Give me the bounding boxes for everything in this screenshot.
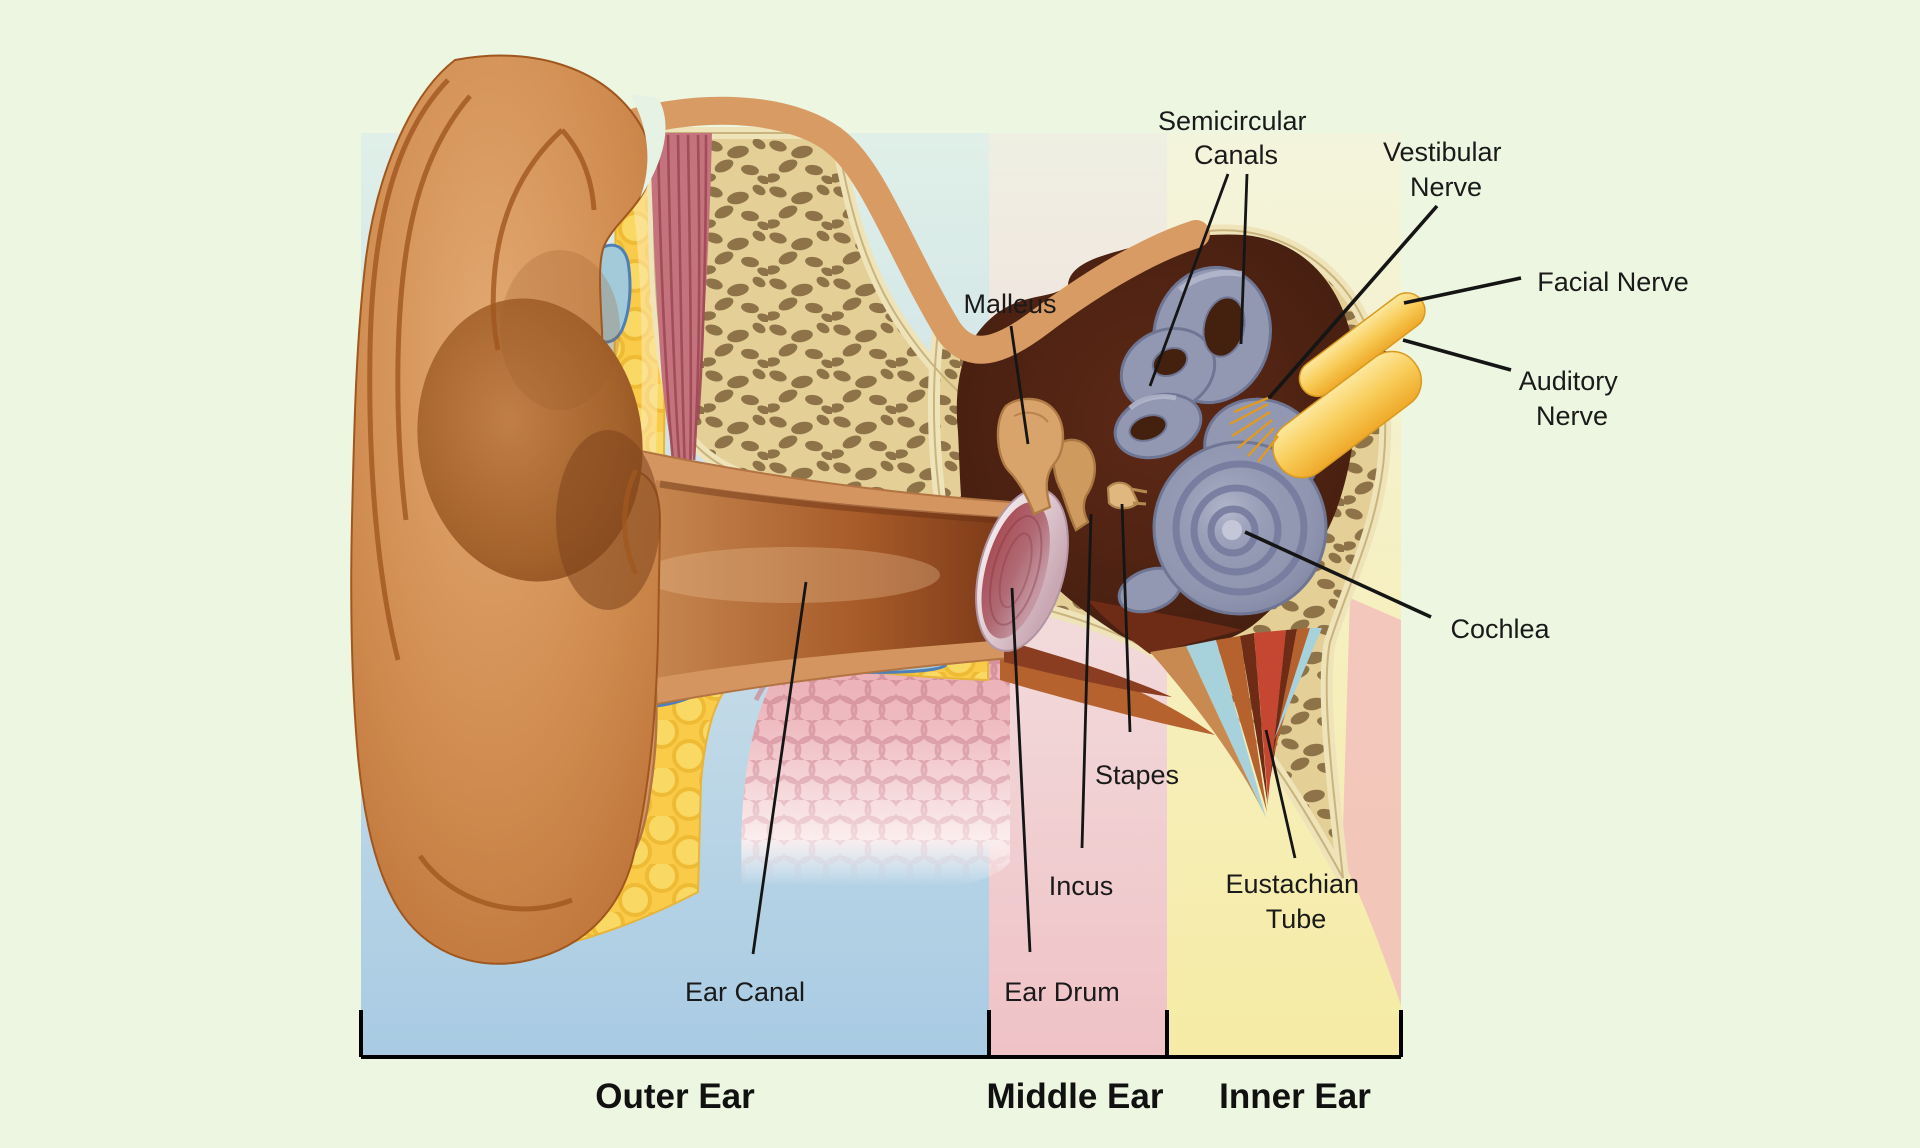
leader-vestibular-nerve: [1267, 204, 1439, 400]
ear-canal: [635, 448, 1172, 710]
eustachian-stripe-blue-left: [1186, 640, 1266, 818]
eustachian-stripe-red: [1254, 630, 1286, 800]
label-eustachian-tube: Eustachian Tube: [1225, 869, 1366, 934]
fat-highlight: [628, 162, 658, 458]
label-inner-ear: Inner Ear: [1219, 1077, 1371, 1116]
soft-tissue-strip: [1342, 598, 1401, 1005]
auditory-nerve-bundle: [1272, 350, 1423, 479]
label-vestibular-nerve: Vestibular Nerve: [1383, 137, 1509, 202]
label-auditory-nerve: Auditory Nerve: [1519, 366, 1626, 431]
malleus-detail: [1013, 411, 1049, 423]
leader-semicircular-1: [1148, 173, 1230, 387]
eardrum-ring-2: [998, 532, 1033, 609]
labyrinth-highlight-2: [1128, 393, 1177, 410]
stapes-crus-1: [1130, 487, 1148, 494]
leader-ear-drum: [1010, 587, 1032, 953]
pinna-ridges: [367, 78, 639, 912]
label-malleus: Malleus: [963, 289, 1056, 319]
incus-bone: [1052, 438, 1097, 532]
canal-highlight: [640, 547, 940, 603]
canal-opening-3: [1128, 414, 1168, 442]
label-facial-nerve: Facial Nerve: [1537, 267, 1689, 297]
region-labels: Outer Ear Middle Ear Inner Ear: [595, 1077, 1371, 1116]
label-outer-ear: Outer Ear: [595, 1077, 755, 1116]
cochlea-spiral-center: [1222, 520, 1242, 540]
label-semicircular-line2: Canals: [1194, 140, 1278, 170]
concha-deep-shadow: [556, 430, 660, 610]
leader-semicircular-2: [1239, 173, 1249, 345]
leader-cochlea: [1244, 530, 1432, 619]
label-stapes: Stapes: [1095, 760, 1179, 790]
label-vestibular-line1: Vestibular: [1383, 137, 1502, 167]
canal-opening-1: [1202, 296, 1246, 358]
canal-inner-shadow: [659, 480, 1001, 524]
leader-lines: [751, 173, 1522, 955]
leader-stapes: [1120, 503, 1132, 733]
leader-incus: [1080, 513, 1093, 849]
label-auditory-line2: Nerve: [1536, 401, 1608, 431]
label-middle-ear: Middle Ear: [987, 1077, 1164, 1116]
eardrum-membrane: [981, 502, 1050, 639]
ossicles: [996, 397, 1148, 532]
label-eustachian-line1: Eustachian: [1225, 869, 1359, 899]
eardrum-ring-1: [988, 514, 1043, 626]
label-ear-drum: Ear Drum: [1004, 977, 1120, 1007]
temporal-muscle: [650, 133, 712, 506]
malleus-bone: [996, 397, 1065, 516]
leader-facial-nerve: [1403, 276, 1522, 305]
part-labels: Semicircular Canals Vestibular Nerve Fac…: [685, 106, 1689, 1007]
label-semicircular-canals: Semicircular Canals: [1158, 106, 1314, 170]
label-eustachian-line2: Tube: [1266, 904, 1327, 934]
leader-ear-canal: [751, 581, 808, 955]
stapes-crus-2: [1132, 501, 1147, 506]
eustachian-stripe-orange-left: [1216, 636, 1267, 812]
region-bracket: [359, 1010, 1403, 1059]
label-cochlea: Cochlea: [1450, 614, 1550, 644]
label-ear-canal: Ear Canal: [685, 977, 805, 1007]
eustachian-stripe-blue-right: [1274, 628, 1322, 740]
leader-eustachian-tube: [1264, 729, 1297, 859]
cochlea-spiral: [1172, 460, 1308, 596]
vestibular-nerve-fibers: [1229, 396, 1279, 463]
canal-interior: [656, 480, 1004, 678]
leader-malleus: [1009, 325, 1030, 445]
leader-auditory-nerve: [1402, 338, 1512, 372]
postauricular-notch: [630, 94, 666, 198]
labyrinth-highlight-1: [1178, 269, 1243, 293]
eustachian-stripe-maroon-left: [1240, 633, 1268, 806]
scalp-skin-band: [622, 96, 1210, 364]
nerves: [1229, 292, 1426, 479]
label-semicircular-line1: Semicircular: [1158, 106, 1307, 136]
label-auditory-line1: Auditory: [1519, 366, 1619, 396]
muscle-striations: [656, 134, 708, 501]
pinna-shadow-patch: [500, 250, 620, 410]
pinna: [350, 54, 662, 965]
label-incus: Incus: [1049, 871, 1114, 901]
label-vestibular-line2: Nerve: [1410, 172, 1482, 202]
eustachian-stripe-skin: [1150, 646, 1266, 818]
